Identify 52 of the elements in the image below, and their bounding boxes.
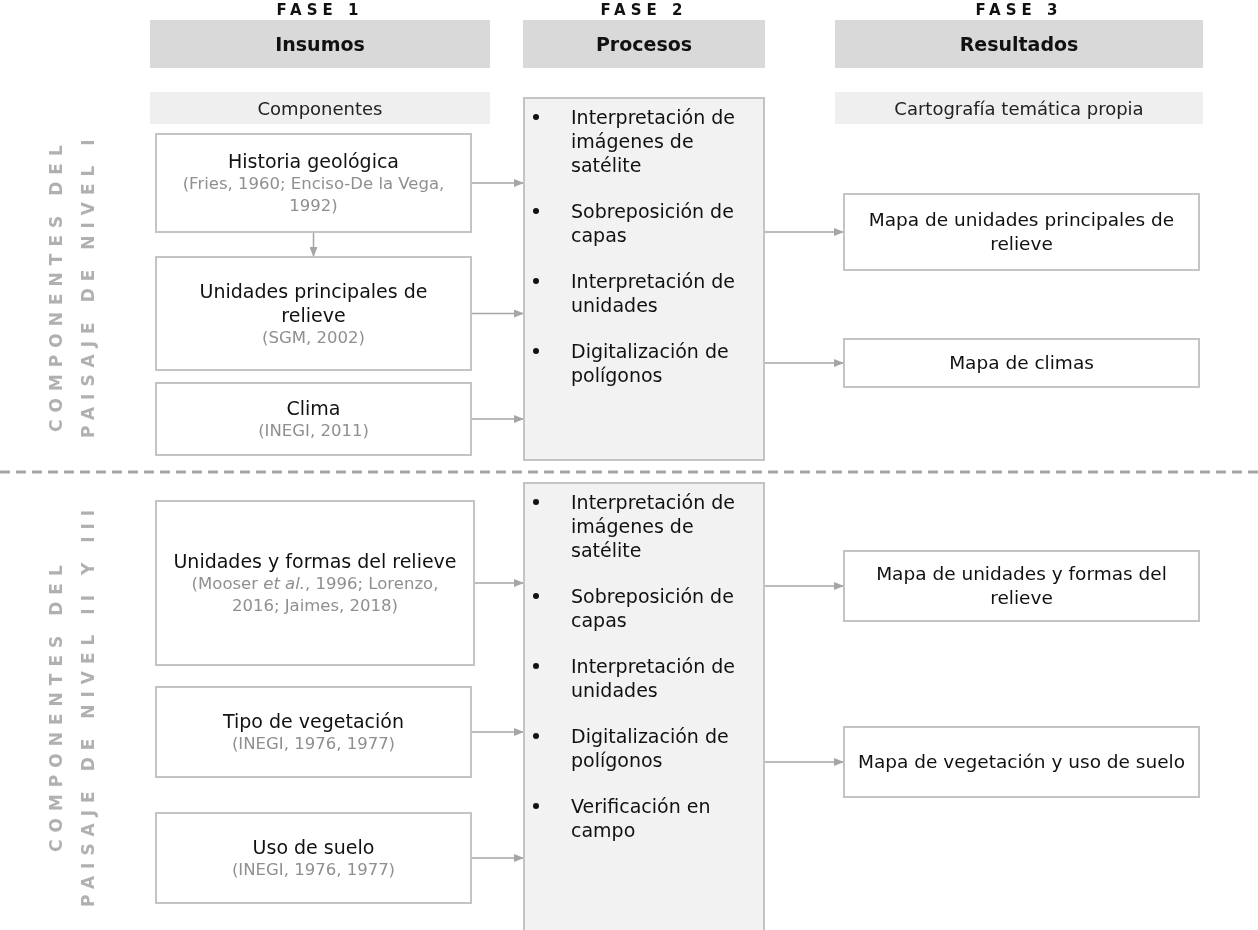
result-box: Mapa de unidades y formas del relieve xyxy=(843,550,1200,622)
citation-text: (INEGI, 1976, 1977) xyxy=(231,859,396,881)
arrow xyxy=(471,854,524,862)
component-title: Tipo de vegetación xyxy=(223,709,404,733)
citation-text: (INEGI, 1976, 1977) xyxy=(231,733,396,755)
citation-text: (INEGI, 2011) xyxy=(258,420,369,442)
arrow xyxy=(764,228,844,236)
process-panel xyxy=(523,97,765,461)
process-step: Digitalización de polígonos xyxy=(571,724,755,772)
result-box: Mapa de climas xyxy=(843,338,1200,388)
result-box: Mapa de unidades principales de relieve xyxy=(843,193,1200,271)
input-box xyxy=(155,812,472,904)
process-step: Sobreposición de capas xyxy=(571,584,755,632)
input-box xyxy=(155,500,475,666)
component-title: Unidades y formas del relieve xyxy=(173,549,457,573)
phase-label: FASE 1 xyxy=(276,0,364,20)
arrow xyxy=(471,179,524,187)
section-band: Cartografía temática propia xyxy=(835,92,1203,124)
result-box: Mapa de vegetación y uso de suelo xyxy=(843,726,1200,798)
process-step: Sobreposición de capas xyxy=(571,199,755,247)
arrow xyxy=(474,579,524,587)
arrow xyxy=(764,359,844,367)
process-step: Verificación en campo xyxy=(571,794,755,842)
process-panel xyxy=(523,482,765,930)
header-bar: Procesos xyxy=(523,20,765,68)
header-bar: Resultados xyxy=(835,20,1203,68)
citation-text: (SGM, 2002) xyxy=(262,326,365,349)
arrow xyxy=(471,415,524,423)
process-step: Interpretación de unidades xyxy=(571,269,755,317)
arrow xyxy=(471,309,524,318)
process-step: Interpretación de imágenes de satélite xyxy=(571,105,755,177)
citation-text: (Mooser et al., 1996; Lorenzo, 2016; Jaimes, 2018) xyxy=(190,573,440,617)
input-box xyxy=(155,686,472,778)
input-box xyxy=(155,256,472,371)
component-title: Uso de suelo xyxy=(252,835,375,859)
component-title: Clima xyxy=(286,396,341,420)
process-step: Interpretación de unidades xyxy=(571,654,755,702)
phase-label: FASE 2 xyxy=(600,0,688,20)
phase-label: FASE 3 xyxy=(975,0,1063,20)
component-title: Historia geológica xyxy=(228,149,399,173)
arrow xyxy=(471,728,524,736)
arrow xyxy=(309,232,318,257)
header-bar: Insumos xyxy=(150,20,490,68)
input-box xyxy=(155,382,472,456)
input-box xyxy=(155,133,472,233)
component-title: Unidades principales de relieve xyxy=(198,278,429,327)
section-band: Componentes xyxy=(150,92,490,124)
citation-text: (Fries, 1960; Enciso-De la Vega, 1992) xyxy=(181,173,446,217)
arrow xyxy=(764,758,844,766)
process-step: Digitalización de polígonos xyxy=(571,339,755,387)
process-step: Interpretación de imágenes de satélite xyxy=(571,490,755,562)
arrow xyxy=(764,582,844,590)
